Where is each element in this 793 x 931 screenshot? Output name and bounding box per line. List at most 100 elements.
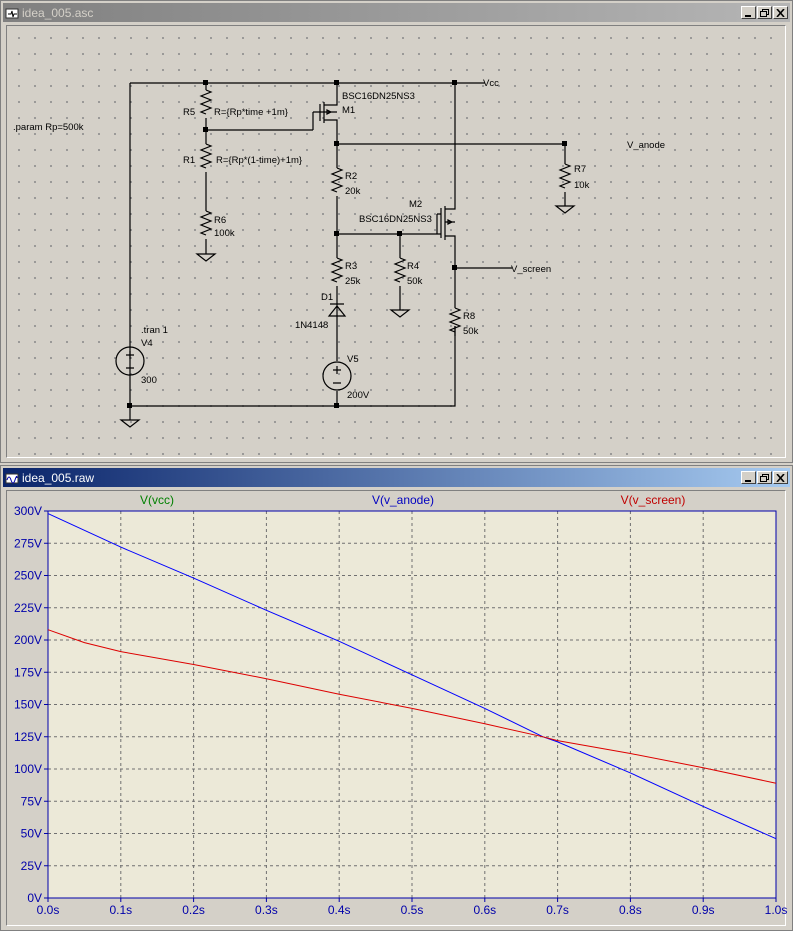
- r4-value: 50k: [407, 276, 423, 287]
- source-v5: [322, 361, 352, 391]
- close-button[interactable]: [773, 6, 788, 19]
- trace-label: V(v_screen): [621, 493, 686, 507]
- y-tick-label: 275V: [14, 536, 42, 550]
- ground-r4: [389, 309, 411, 318]
- r7-value: 10k: [574, 180, 590, 191]
- r3-value: 25k: [345, 276, 361, 287]
- trace-line: [47, 629, 777, 784]
- resistor-r6: [199, 210, 213, 236]
- y-tick-label: 250V: [14, 569, 42, 583]
- tran-directive: .tran 1: [141, 325, 168, 336]
- m1-name: M1: [342, 105, 355, 116]
- restore-button[interactable]: [757, 471, 772, 484]
- x-tick-label: 0.4s: [328, 903, 351, 917]
- y-tick-label: 125V: [14, 730, 42, 744]
- source-v5-sign: [333, 366, 341, 384]
- resistor-r2: [330, 167, 344, 193]
- schematic-title: idea_005.asc: [22, 5, 94, 20]
- schematic-window[interactable]: idea_005.asc: [0, 0, 793, 463]
- trace-label: V(v_anode): [372, 493, 434, 507]
- ground-main: [119, 406, 141, 428]
- diode-d1: [327, 302, 347, 317]
- v5-name: V5: [347, 354, 359, 365]
- y-tick-label: 300V: [14, 504, 42, 518]
- waveform-window[interactable]: idea_005.raw 0.0s 0.1s 0.2s 0.3s 0.4s 0.5s 0.6…: [0, 465, 793, 931]
- restore-icon: [760, 8, 769, 17]
- r2-value: 20k: [345, 186, 361, 197]
- source-v4: [115, 346, 145, 376]
- y-tick-label: 150V: [14, 698, 42, 712]
- x-tick-label: 0.7s: [546, 903, 569, 917]
- resistor-r3: [330, 257, 344, 283]
- minimize-icon: [745, 479, 751, 482]
- close-button[interactable]: [773, 471, 788, 484]
- mosfet-m1: [312, 83, 338, 144]
- x-tick-label: 0.0s: [37, 903, 60, 917]
- resistor-r4: [393, 257, 407, 283]
- waveform-title: idea_005.raw: [22, 470, 95, 485]
- r2-name: R2: [345, 171, 357, 182]
- r7-name: R7: [574, 164, 586, 175]
- x-tick-label: 0.2s: [182, 903, 205, 917]
- resistor-r7: [558, 163, 572, 189]
- y-tick-label: 75V: [21, 794, 42, 808]
- ground-r6: [195, 253, 217, 262]
- source-v4-sign: [126, 351, 134, 369]
- restore-button[interactable]: [757, 6, 772, 19]
- r8-name: R8: [463, 311, 475, 322]
- y-tick-label: 25V: [21, 859, 42, 873]
- y-tick-label: 0V: [27, 891, 42, 905]
- waveform-doc-icon: [5, 473, 19, 483]
- x-tick-label: 0.5s: [401, 903, 424, 917]
- schematic-titlebar[interactable]: idea_005.asc: [3, 3, 790, 22]
- minimize-button[interactable]: [741, 471, 756, 484]
- x-tick-label: 0.9s: [692, 903, 715, 917]
- x-tick-label: 0.1s: [109, 903, 132, 917]
- y-tick-label: 50V: [21, 827, 42, 841]
- resistor-r5: [199, 89, 213, 115]
- resistor-r8: [448, 307, 462, 333]
- y-tick-label: 200V: [14, 633, 42, 647]
- trace-line: [47, 513, 777, 840]
- m2-name: M2: [409, 199, 422, 210]
- r6-name: R6: [214, 215, 226, 226]
- v4-name: V4: [141, 338, 153, 349]
- v5-value: 200V: [347, 390, 370, 401]
- r1-value: R={Rp*(1-time)+1m}: [216, 155, 302, 166]
- r6-value: 100k: [214, 228, 235, 239]
- v4-value: 300: [141, 375, 157, 386]
- x-tick-label: 0.3s: [255, 903, 278, 917]
- waveform-titlebar[interactable]: idea_005.raw: [3, 468, 790, 487]
- r4-name: R4: [407, 261, 419, 272]
- close-icon: [776, 8, 785, 17]
- net-vcc: Vcc: [483, 78, 499, 89]
- param-directive: .param Rp=500k: [13, 122, 84, 133]
- minimize-icon: [745, 14, 751, 17]
- y-tick-label: 225V: [14, 601, 42, 615]
- r5-name: R5: [183, 107, 195, 118]
- mosfet-m2: [436, 83, 456, 268]
- net-screen: V_screen: [511, 264, 551, 275]
- x-tick-label: 0.6s: [473, 903, 496, 917]
- wire-anode: [336, 143, 566, 206]
- wire-mid: [336, 196, 437, 310]
- r3-name: R3: [345, 261, 357, 272]
- r1-name: R1: [183, 155, 195, 166]
- schematic-drawing: .param Rp=500k .tran 1 R5 R={Rp*time +1m…: [13, 78, 665, 428]
- schematic-doc-icon: [5, 8, 19, 18]
- r5-value: R={Rp*time +1m}: [214, 107, 288, 118]
- schematic-canvas[interactable]: .param Rp=500k .tran 1 R5 R={Rp*time +1m…: [6, 25, 786, 458]
- restore-icon: [760, 473, 769, 482]
- ground-r7: [554, 205, 576, 214]
- y-tick-label: 100V: [14, 762, 42, 776]
- m1-model: BSC16DN25NS3: [342, 91, 415, 102]
- trace-label: V(vcc): [140, 493, 174, 507]
- close-icon: [776, 473, 785, 482]
- wire-divider: [205, 83, 313, 254]
- minimize-button[interactable]: [741, 6, 756, 19]
- net-anode: V_anode: [627, 140, 665, 151]
- y-tick-label: 175V: [14, 665, 42, 679]
- d1-model: 1N4148: [295, 320, 328, 331]
